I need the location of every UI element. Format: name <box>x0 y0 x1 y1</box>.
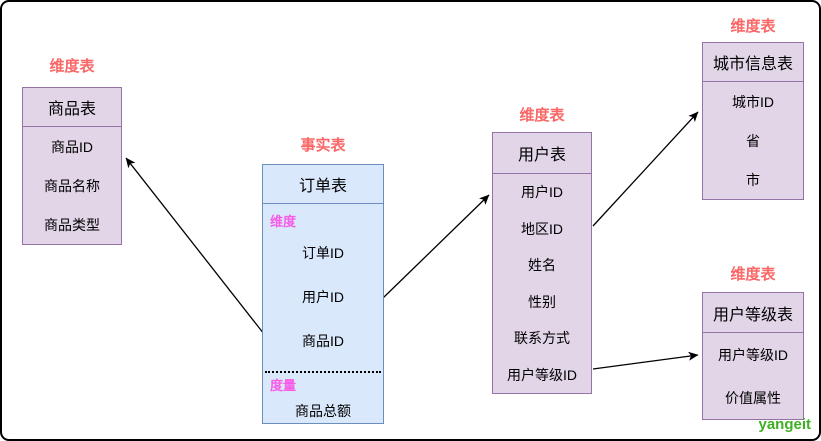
arrow-user-to-user-level <box>592 351 699 370</box>
product-table-title: 商品表 <box>23 88 121 127</box>
user-level-table-title: 用户等级表 <box>703 293 803 333</box>
field-name: 姓名 <box>528 257 556 274</box>
arrow-fact-to-user <box>382 194 490 299</box>
fact-table: 订单表 维度 订单ID 用户ID 商品ID 度量 商品总额 <box>262 164 384 424</box>
product-table: 商品表 商品ID 商品名称 商品类型 <box>22 87 122 245</box>
fact-dimension-fields: 订单ID 用户ID 商品ID <box>263 231 383 363</box>
user-table-title: 用户表 <box>493 133 591 174</box>
field-region-id: 地区ID <box>521 220 563 237</box>
field-product-type: 商品类型 <box>44 216 100 233</box>
city-table: 城市信息表 城市ID 省 市 <box>702 42 804 200</box>
field-province: 省 <box>746 132 760 149</box>
field-city: 市 <box>746 171 760 188</box>
field-user-level-id: 用户等级ID <box>718 346 788 363</box>
user-level-table: 用户等级表 用户等级ID 价值属性 <box>702 292 804 420</box>
user-table: 用户表 用户ID 地区ID 姓名 性别 联系方式 用户等级ID <box>492 132 592 394</box>
field-user-id: 用户ID <box>521 184 563 201</box>
arrow-user-to-city <box>592 111 699 227</box>
product-table-fields: 商品ID 商品名称 商品类型 <box>23 127 121 244</box>
field-order-id: 订单ID <box>302 245 344 261</box>
field-user-id: 用户ID <box>302 289 344 305</box>
fact-dimension-section-label: 维度 <box>270 214 297 229</box>
city-table-title: 城市信息表 <box>703 43 803 82</box>
fact-measure-section-label: 度量 <box>270 378 297 393</box>
field-product-id: 商品ID <box>51 138 93 155</box>
fact-table-type-label: 事实表 <box>300 137 346 154</box>
fact-table-title: 订单表 <box>263 165 383 204</box>
arrow-fact-to-product <box>125 157 265 335</box>
field-gender: 性别 <box>528 293 556 310</box>
user-table-fields: 用户ID 地区ID 姓名 性别 联系方式 用户等级ID <box>493 174 591 393</box>
field-value-attribute: 价值属性 <box>725 389 781 406</box>
field-product-name: 商品名称 <box>44 177 100 194</box>
field-contact: 联系方式 <box>514 330 570 347</box>
user-table-type-label: 维度表 <box>519 107 565 124</box>
city-table-type-label: 维度表 <box>730 18 776 35</box>
product-table-type-label: 维度表 <box>49 58 95 75</box>
field-city-id: 城市ID <box>732 93 774 110</box>
yangeit-watermark: yangeit <box>758 416 811 433</box>
field-product-total: 商品总额 <box>295 403 351 419</box>
user-level-table-fields: 用户等级ID 价值属性 <box>703 333 803 419</box>
user-level-table-type-label: 维度表 <box>730 266 776 283</box>
city-table-fields: 城市ID 省 市 <box>703 82 803 199</box>
measure-section-divider <box>265 371 381 373</box>
field-product-id: 商品ID <box>302 333 344 349</box>
field-user-level-id: 用户等级ID <box>507 366 577 383</box>
